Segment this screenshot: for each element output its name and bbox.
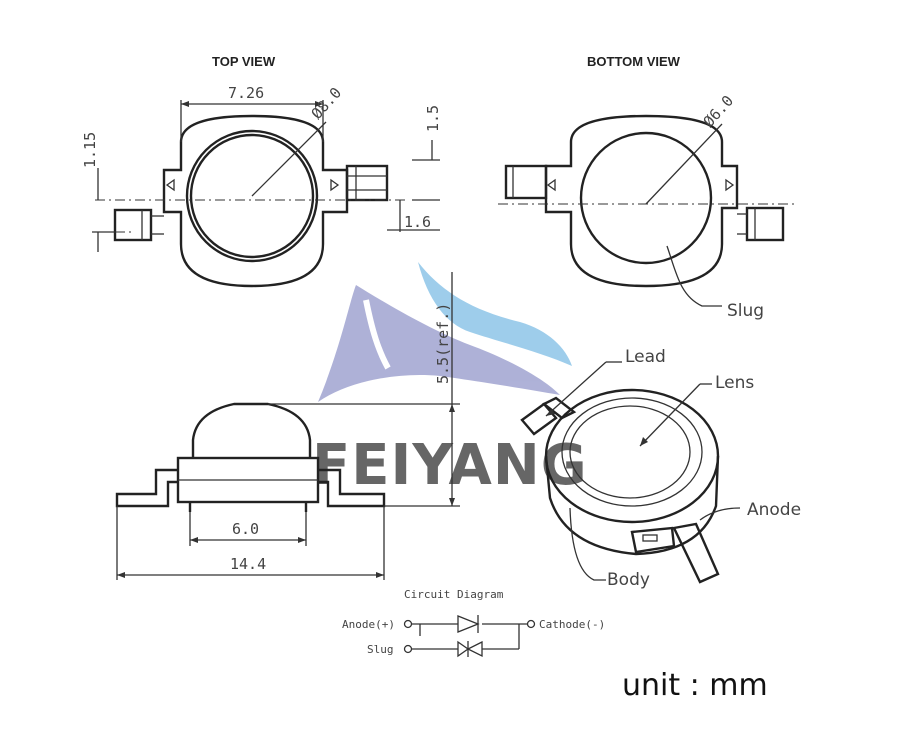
callout-anode: Anode: [747, 500, 801, 520]
dim-slug-diameter: Ø6.0: [700, 92, 738, 131]
dim-lead-offset: 1.15: [81, 132, 99, 168]
dim-lens-diameter: Ø8.0: [308, 84, 346, 123]
circuit-cathode-label: Cathode(-): [539, 618, 605, 631]
bottom-view-title: BOTTOM VIEW: [587, 54, 681, 69]
isometric-view: [520, 361, 741, 584]
dim-lead-pitch: 1.5: [424, 105, 442, 132]
top-view-title: TOP VIEW: [212, 54, 276, 69]
dim-slug-width: 6.0: [232, 520, 259, 538]
side-view: [115, 272, 460, 580]
dim-width-top: 7.26: [228, 84, 264, 102]
bottom-view: [498, 114, 798, 307]
circuit-title: Circuit Diagram: [404, 588, 504, 601]
circuit-diagram: [403, 615, 536, 658]
unit-label: unit : mm: [622, 668, 768, 703]
dim-total-length: 14.4: [230, 555, 266, 573]
circuit-slug-label: Slug: [367, 643, 394, 656]
dim-lead-width: 1.6: [404, 213, 431, 231]
callout-slug: Slug: [727, 301, 764, 321]
callout-lens: Lens: [715, 373, 754, 393]
circuit-anode-label: Anode(+): [342, 618, 395, 631]
top-view: [92, 100, 440, 288]
callout-lead: Lead: [625, 347, 666, 367]
dim-height: 5.5(ref.): [434, 303, 452, 384]
watermark-logo: [318, 262, 572, 402]
callout-body: Body: [607, 570, 650, 590]
watermark-text: FEIYANG: [312, 433, 588, 498]
